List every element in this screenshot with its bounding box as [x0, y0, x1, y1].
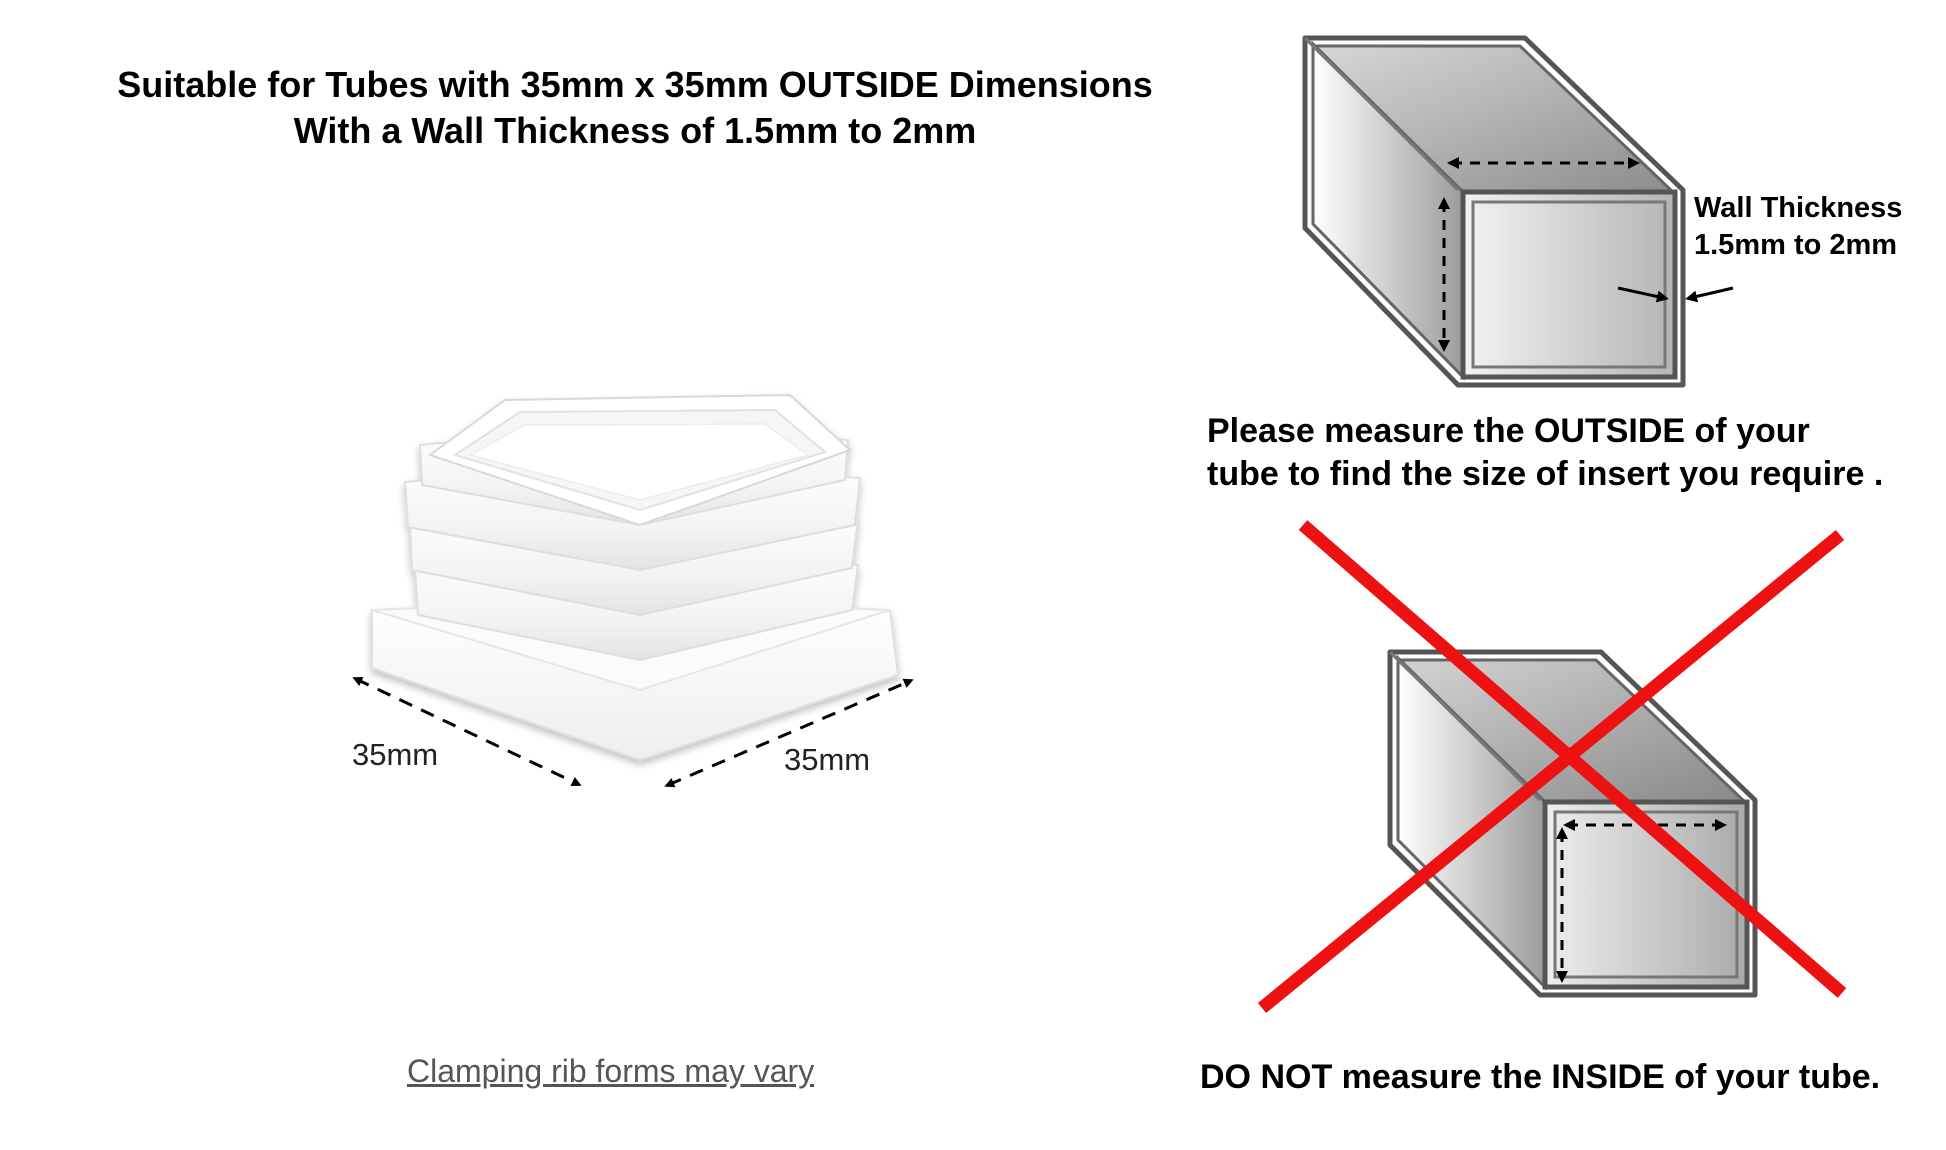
- dim-label-left: 35mm: [352, 737, 439, 772]
- rib-forms-caption: Clamping rib forms may vary: [407, 1053, 815, 1089]
- cross-line-2: [1257, 529, 1845, 1014]
- header-title: Suitable for Tubes with 35mm x 35mm OUTS…: [40, 62, 1230, 154]
- instruction-line-2: tube to find the size of insert you requ…: [1207, 455, 1884, 493]
- wall-thickness-line-2: 1.5mm to 2mm: [1694, 229, 1898, 261]
- wall-thickness-label: Wall Thickness 1.5mm to 2mm: [1694, 190, 1902, 264]
- header-line-2: With a Wall Thickness of 1.5mm to 2mm: [293, 110, 977, 151]
- wall-thickness-line-1: Wall Thickness: [1694, 192, 1903, 224]
- cross-line-1: [1298, 520, 1847, 998]
- header-line-1: Suitable for Tubes with 35mm x 35mm OUTS…: [117, 64, 1153, 105]
- measure-outside-instruction: Please measure the OUTSIDE of your tube …: [1207, 410, 1883, 496]
- do-not-measure-warning: DO NOT measure the INSIDE of your tube.: [1200, 1058, 1881, 1096]
- dim-label-right: 35mm: [784, 742, 871, 777]
- instruction-line-1: Please measure the OUTSIDE of your: [1207, 412, 1810, 450]
